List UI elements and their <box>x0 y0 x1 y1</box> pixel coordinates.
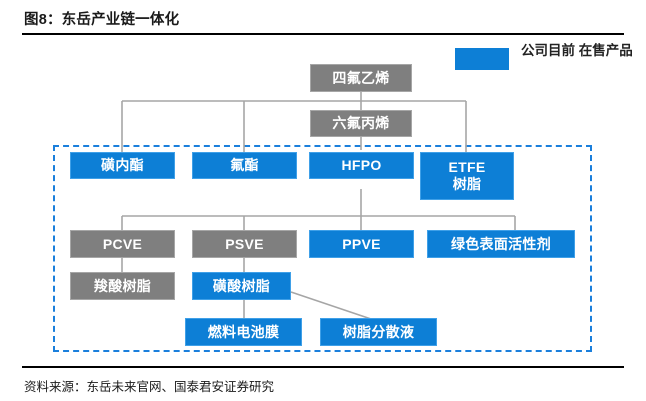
node-sultone[interactable]: 磺内酯 <box>70 152 175 179</box>
source-rule <box>22 366 624 368</box>
node-tfe[interactable]: 四氟乙烯 <box>310 64 412 92</box>
node-label: HFPO <box>341 157 382 173</box>
figure-title: 图8：东岳产业链一体化 <box>24 12 180 28</box>
node-pcve[interactable]: PCVE <box>70 230 175 258</box>
node-label: 磺内酯 <box>101 157 144 173</box>
node-etfe-resin[interactable]: ETFE 树脂 <box>420 152 514 200</box>
node-label: 羧酸树脂 <box>93 277 152 294</box>
node-label: 氟酯 <box>230 157 259 173</box>
legend-label-line2: 在售产品 <box>578 43 633 58</box>
node-carboxylic-resin[interactable]: 羧酸树脂 <box>70 272 175 300</box>
node-label-line1: ETFE <box>448 159 486 175</box>
node-label: PCVE <box>102 235 143 252</box>
node-hfp[interactable]: 六氟丙烯 <box>310 110 412 137</box>
node-label: 四氟乙烯 <box>332 69 390 86</box>
node-psve[interactable]: PSVE <box>192 230 297 258</box>
node-sulfonic-resin[interactable]: 磺酸树脂 <box>192 272 291 300</box>
node-label: 树脂分散液 <box>342 323 415 340</box>
node-label: PPVE <box>342 235 381 252</box>
node-green-surfactant[interactable]: 绿色表面活性剂 <box>427 230 575 258</box>
node-resin-dispersion[interactable]: 树脂分散液 <box>320 318 437 346</box>
node-label: PSVE <box>225 235 264 252</box>
node-fluoroester[interactable]: 氟酯 <box>192 152 297 179</box>
node-fuel-cell-membrane[interactable]: 燃料电池膜 <box>185 318 302 346</box>
legend-label-line1: 公司目前 <box>521 43 575 58</box>
node-label: 磺酸树脂 <box>212 277 271 294</box>
node-hfpo[interactable]: HFPO <box>309 152 414 179</box>
legend: 公司目前 在售产品 <box>455 40 633 84</box>
title-rule <box>22 33 624 35</box>
source-note: 资料来源：东岳未来官网、国泰君安证券研究 <box>24 380 275 394</box>
node-label: 燃料电池膜 <box>207 323 280 340</box>
legend-label: 公司目前 在售产品 <box>521 40 633 61</box>
in-sale-product-zone <box>53 145 592 352</box>
node-label-line2: 树脂 <box>452 176 482 192</box>
legend-swatch-blue <box>455 48 509 70</box>
node-label: 六氟丙烯 <box>332 115 390 131</box>
node-label: 绿色表面活性剂 <box>450 235 552 252</box>
node-ppve[interactable]: PPVE <box>309 230 414 258</box>
